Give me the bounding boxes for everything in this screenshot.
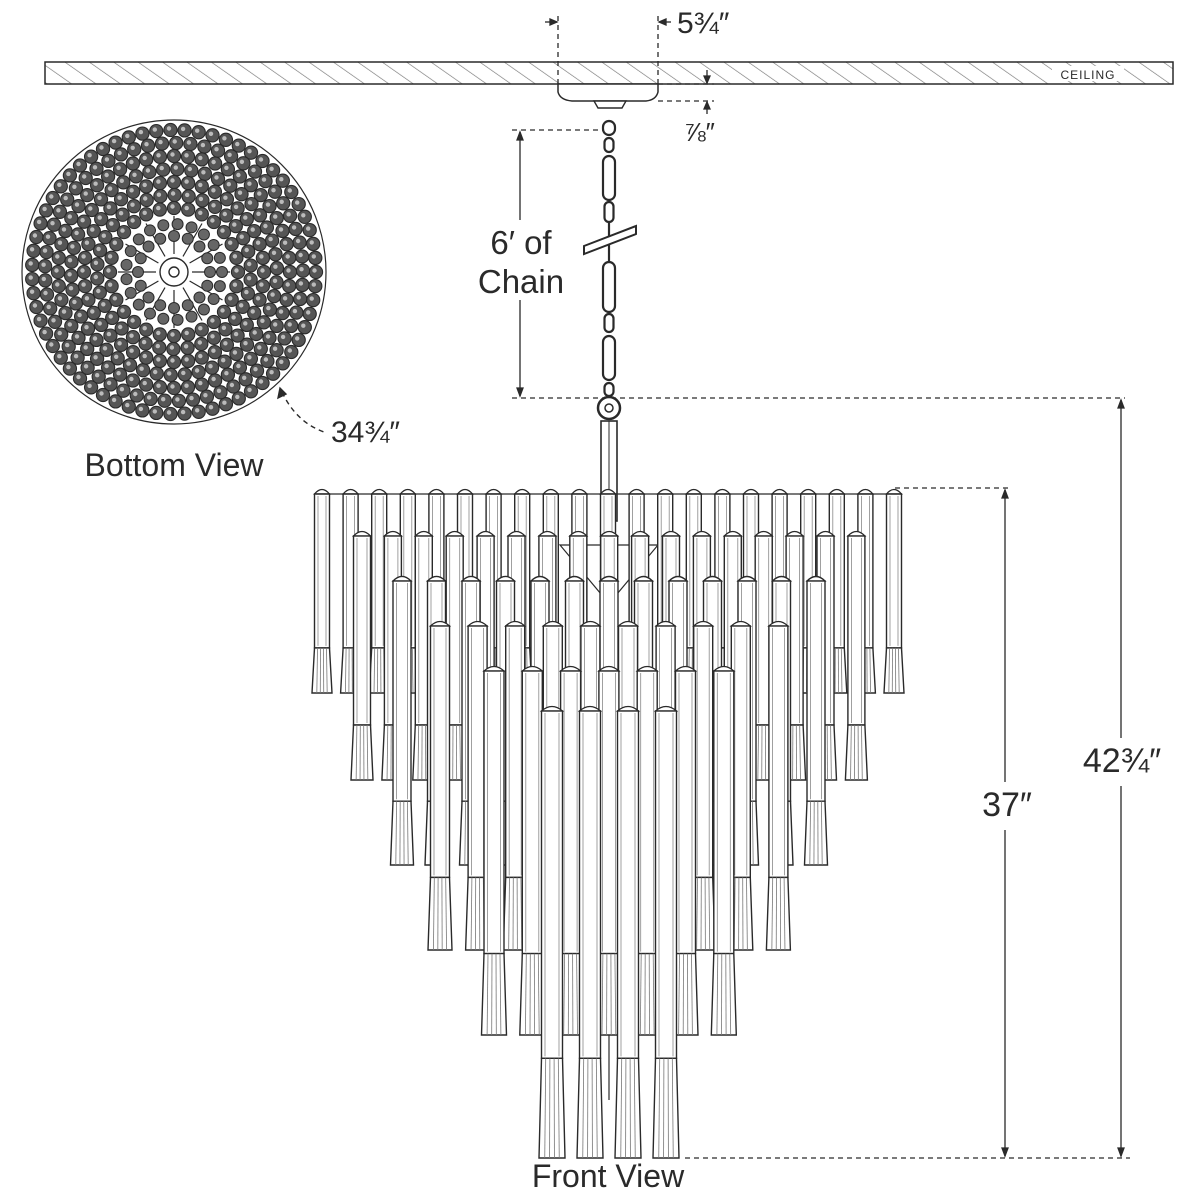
bottom-view-title: Bottom View [84,447,264,483]
ceiling-label: CEILING [1060,68,1115,82]
glass-tube [576,705,604,1159]
glass-tube [557,665,584,1036]
glass-tube [595,665,623,1036]
glass-tube [614,705,642,1159]
chain-link [603,312,615,334]
canopy-height-label: ⅞″ [684,117,715,147]
body-height-dimension [685,487,1130,1159]
chain-link [603,381,615,398]
glass-tube [389,575,415,866]
glass-tube [652,705,680,1159]
canopy-width-label: 5¾″ [677,7,730,40]
overall-height-dimension [1117,398,1125,1158]
glass-tube [710,665,738,1036]
glass-tube [480,665,508,1036]
chain-break [583,224,637,256]
glass-tube [765,620,792,951]
shackle-ring [596,395,622,421]
overall-height-label: 42¾″ [1083,742,1161,780]
chain-link [601,334,617,382]
glass-tube [502,620,528,951]
chain-link [601,154,617,202]
chain-link [603,136,615,154]
canopy-height-dimension [658,70,714,114]
diameter-leader [277,386,325,433]
chain [601,119,617,398]
chain-link [601,119,617,137]
glass-tube [672,665,699,1036]
glass-tube [728,620,754,951]
diameter-label: 34¾″ [331,416,400,449]
chain-link [601,260,617,314]
glass-tube [803,575,829,866]
bottom-view-drawing [21,119,327,425]
glass-tube [844,530,869,781]
front-view-drawing [311,488,905,1159]
glass-tube [883,488,905,694]
glass-tube [311,488,333,694]
chain-label-line1: 6′ of [490,224,552,261]
chain-link [603,200,615,224]
glass-tube [427,620,453,951]
glass-tube [350,530,374,781]
canopy [557,83,659,109]
glass-tube [538,705,566,1159]
front-view-title: Front View [532,1158,685,1194]
body-height-label: 37″ [982,786,1032,824]
ceiling: CEILING [44,61,1174,85]
chain-label-line2: Chain [478,263,564,300]
canopy-width-dimension [545,16,671,84]
